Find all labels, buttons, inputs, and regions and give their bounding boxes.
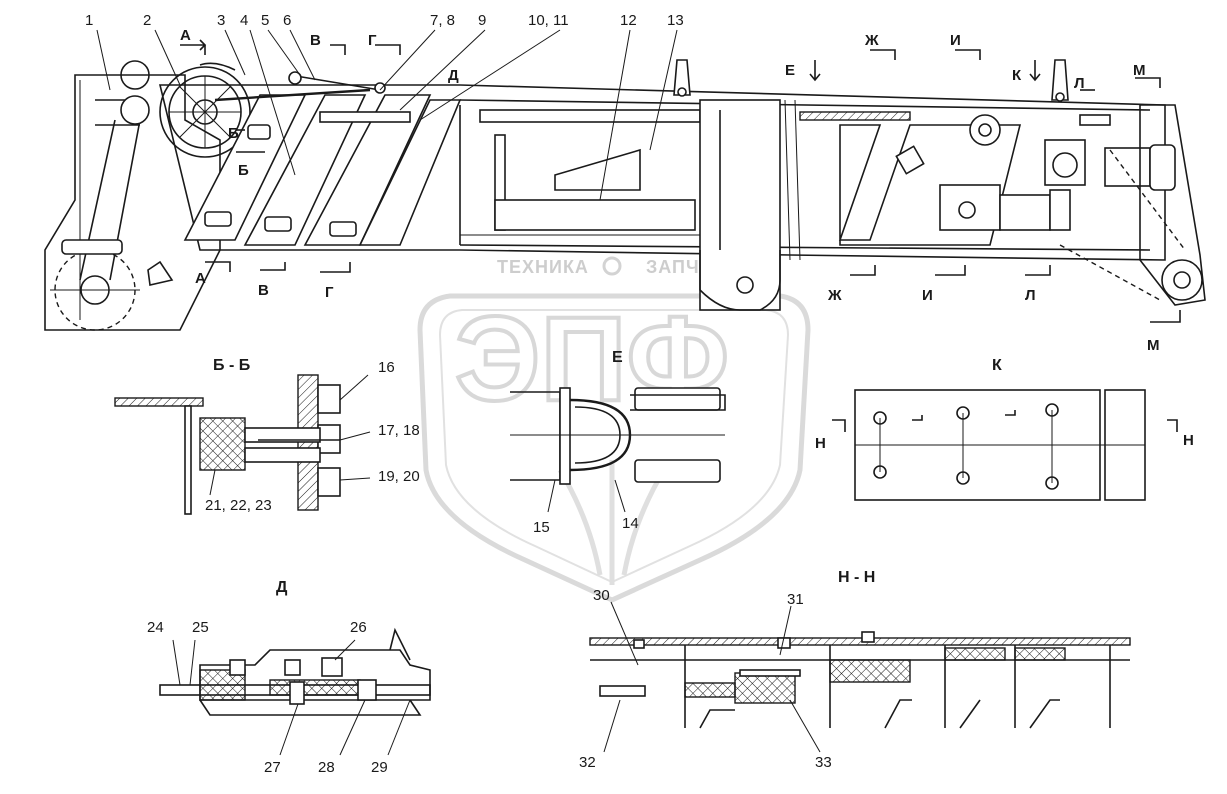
section-letter: Б xyxy=(228,125,239,142)
part-label: 24 xyxy=(147,619,164,636)
section-letter: Д xyxy=(448,67,459,84)
central-box xyxy=(699,99,781,311)
view-title: Б - Б xyxy=(213,357,250,374)
section-letters: А В Г Д Е Ж И К Л М Б Б А В Г Ж И Л М xyxy=(180,27,1160,354)
section-letter: Г xyxy=(325,284,334,301)
section-letter: Ж xyxy=(864,32,879,49)
section-letter: И xyxy=(922,287,933,304)
bracket-triangle xyxy=(147,260,174,286)
main-pulley xyxy=(159,66,251,158)
section-letter: В xyxy=(258,282,269,299)
view-bb: Б - Б 16 17, 18 19, 20 21, 22, 23 xyxy=(114,357,420,515)
part-label: 16 xyxy=(378,359,395,376)
section-letter: Б xyxy=(238,162,249,179)
section-letter: Н xyxy=(815,435,826,452)
left-support-frame xyxy=(44,74,221,331)
diagonal-plates xyxy=(183,94,462,246)
part-label: 19, 20 xyxy=(378,468,420,485)
section-letter: Л xyxy=(1074,75,1085,92)
section-letter: Н xyxy=(1183,432,1194,449)
section-letter: А xyxy=(195,270,206,287)
section-letter: Л xyxy=(1025,287,1036,304)
view-e: Е 15 14 xyxy=(510,349,726,536)
part-label: 30 xyxy=(593,587,610,604)
section-letter: М xyxy=(1133,62,1146,79)
part-label: 5 xyxy=(261,12,269,29)
part-label: 25 xyxy=(192,619,209,636)
view-title: Е xyxy=(612,349,623,366)
lug-right xyxy=(1051,59,1069,101)
part-label: 9 xyxy=(478,12,486,29)
view-title: Н - Н xyxy=(838,569,875,586)
part-label: 14 xyxy=(622,515,639,532)
section-letter: И xyxy=(950,32,961,49)
section-letter: Г xyxy=(368,32,377,49)
cylinder-12 xyxy=(494,199,696,231)
right-diagonal-frame xyxy=(838,124,1022,246)
part-label: 17, 18 xyxy=(378,422,420,439)
part-label: 15 xyxy=(533,519,550,536)
section-letter: М xyxy=(1147,337,1160,354)
part-label: 6 xyxy=(283,12,291,29)
section-letter: Е xyxy=(785,62,795,79)
view-d: Д 24 25 26 27 28 29 xyxy=(147,579,431,776)
section-letter: В xyxy=(310,32,321,49)
part-label: 26 xyxy=(350,619,367,636)
view-title: К xyxy=(992,357,1002,374)
watermark: ЭПФ ТЕХНИКА ЗАПЧАСТИ xyxy=(417,256,811,603)
main-assembly-view xyxy=(44,29,1206,331)
rail-top xyxy=(479,109,701,123)
bolt-group xyxy=(873,403,1059,490)
view-title: Д xyxy=(276,579,288,596)
leader-lines xyxy=(96,29,678,201)
main-labels: 1 2 3 4 5 6 7, 8 9 10, 11 12 13 xyxy=(85,12,684,29)
section-letter: К xyxy=(1012,67,1022,84)
part-label: 4 xyxy=(240,12,248,29)
part-label: 32 xyxy=(579,754,596,771)
frame-pin xyxy=(120,95,150,125)
part-label: 33 xyxy=(815,754,832,771)
view-k: К Н Н xyxy=(815,357,1194,501)
part-label: 7, 8 xyxy=(430,12,455,29)
section-arrows xyxy=(180,39,1181,323)
part-label: 3 xyxy=(217,12,225,29)
part-label: 1 xyxy=(85,12,93,29)
part-label: 2 xyxy=(143,12,151,29)
part-label: 28 xyxy=(318,759,335,776)
part-label: 27 xyxy=(264,759,281,776)
section-letter: Ж xyxy=(827,287,842,304)
part-label: 13 xyxy=(667,12,684,29)
section-letter: А xyxy=(180,27,191,44)
part-label: 29 xyxy=(371,759,388,776)
boom-outer-section xyxy=(158,84,1166,261)
part-label: 10, 11 xyxy=(528,12,569,29)
gear-icon xyxy=(602,256,622,276)
right-end-plate xyxy=(1139,104,1206,306)
part-label: 12 xyxy=(620,12,637,29)
lug-left xyxy=(673,59,691,96)
part-label: 21, 22, 23 xyxy=(205,497,272,514)
watermark-left-text: ТЕХНИКА xyxy=(497,257,589,277)
part-label: 31 xyxy=(787,591,804,608)
view-nn: Н - Н 30 31 xyxy=(579,569,1131,771)
